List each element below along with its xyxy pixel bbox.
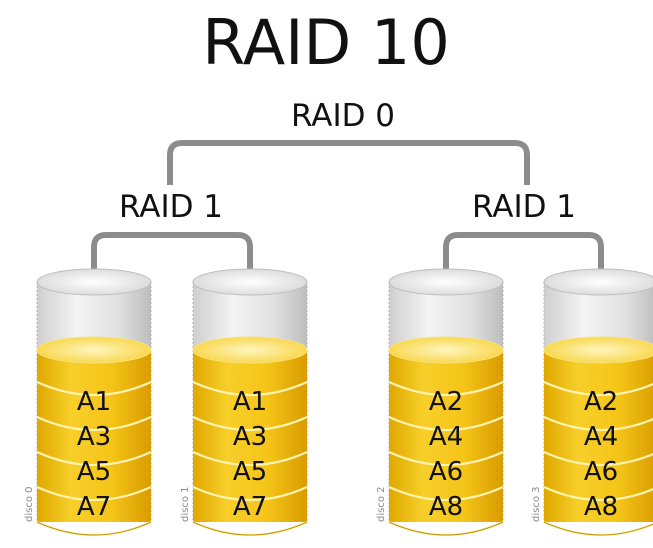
block-separator xyxy=(543,485,653,502)
raid1-label-left: RAID 1 xyxy=(119,189,223,225)
raid1-label-right: RAID 1 xyxy=(472,189,576,225)
block-separator xyxy=(192,380,308,397)
disk-data-cap xyxy=(388,336,504,364)
block-label: A8 xyxy=(429,492,463,522)
block-label: A2 xyxy=(429,387,463,417)
block-separator xyxy=(36,415,152,432)
raid1-connector-right xyxy=(443,232,604,278)
block-label: A3 xyxy=(233,422,267,452)
block-label: A8 xyxy=(584,492,618,522)
block-label: A7 xyxy=(77,492,111,522)
block-label: A3 xyxy=(77,422,111,452)
disk-top xyxy=(543,268,653,296)
block-label: A2 xyxy=(584,387,618,417)
disk-name-label: disco 3 xyxy=(531,487,542,523)
block-label: A4 xyxy=(584,422,618,452)
disk-bottom xyxy=(36,521,152,536)
block-label: A1 xyxy=(233,387,267,417)
block-separator xyxy=(36,380,152,397)
block-label: A1 xyxy=(77,387,111,417)
block-label: A6 xyxy=(584,457,618,487)
disk-name-label: disco 1 xyxy=(180,487,191,523)
disk-top xyxy=(192,268,308,296)
block-separator xyxy=(36,450,152,467)
disk-name-label: disco 0 xyxy=(24,487,35,523)
disk-top xyxy=(388,268,504,296)
diagram-title: RAID 10 xyxy=(202,6,450,79)
disk-bottom xyxy=(543,521,653,536)
raid0-connector xyxy=(167,140,530,185)
block-separator xyxy=(192,450,308,467)
disk-bottom xyxy=(192,521,308,536)
block-label: A4 xyxy=(429,422,463,452)
block-label: A5 xyxy=(77,457,111,487)
block-separator xyxy=(36,485,152,502)
disk-top xyxy=(36,268,152,296)
block-separator xyxy=(388,485,504,502)
disk-data-cap xyxy=(192,336,308,364)
block-separator xyxy=(192,415,308,432)
block-separator xyxy=(388,450,504,467)
block-separator xyxy=(192,485,308,502)
block-label: A5 xyxy=(233,457,267,487)
block-label: A7 xyxy=(233,492,267,522)
block-separator xyxy=(543,380,653,397)
disk-data-cap xyxy=(543,336,653,364)
block-separator xyxy=(543,415,653,432)
disk-name-label: disco 2 xyxy=(376,487,387,523)
raid0-label: RAID 0 xyxy=(291,98,395,134)
block-separator xyxy=(388,415,504,432)
block-label: A6 xyxy=(429,457,463,487)
raid1-connector-left xyxy=(91,232,253,278)
block-separator xyxy=(543,450,653,467)
disk-data-cap xyxy=(36,336,152,364)
disk-bottom xyxy=(388,521,504,536)
block-separator xyxy=(388,380,504,397)
